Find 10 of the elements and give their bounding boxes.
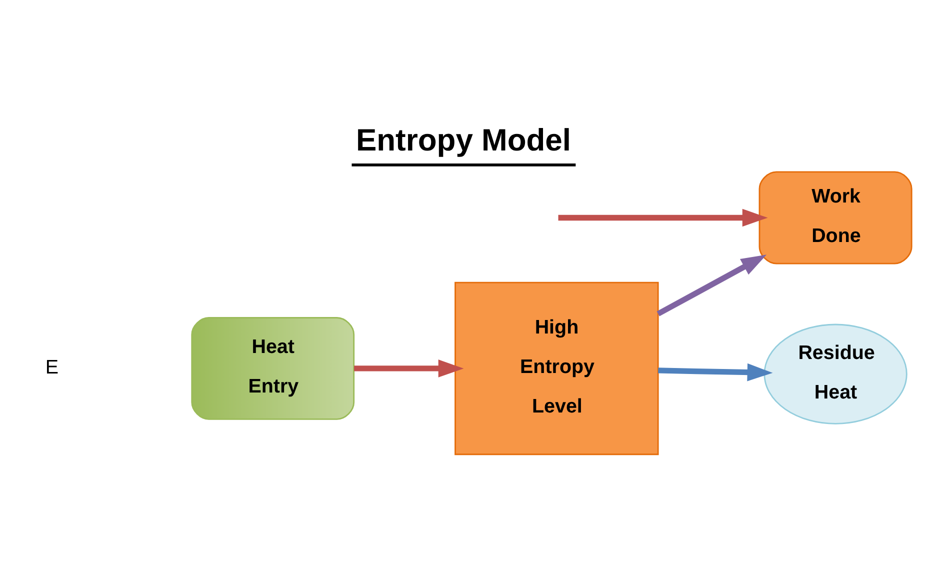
label: E: [45, 356, 59, 378]
node-box: Work Done: [758, 170, 912, 264]
node-box: Heat Entry: [191, 316, 355, 420]
arrow: [354, 359, 464, 377]
node-box: High Entropy Level: [454, 281, 659, 455]
arrow: [656, 254, 767, 316]
arrow: [658, 362, 773, 381]
diagram-title: Entropy Model: [356, 122, 572, 157]
node-ellipse: Residue Heat: [764, 323, 908, 424]
arrow: [558, 208, 768, 226]
